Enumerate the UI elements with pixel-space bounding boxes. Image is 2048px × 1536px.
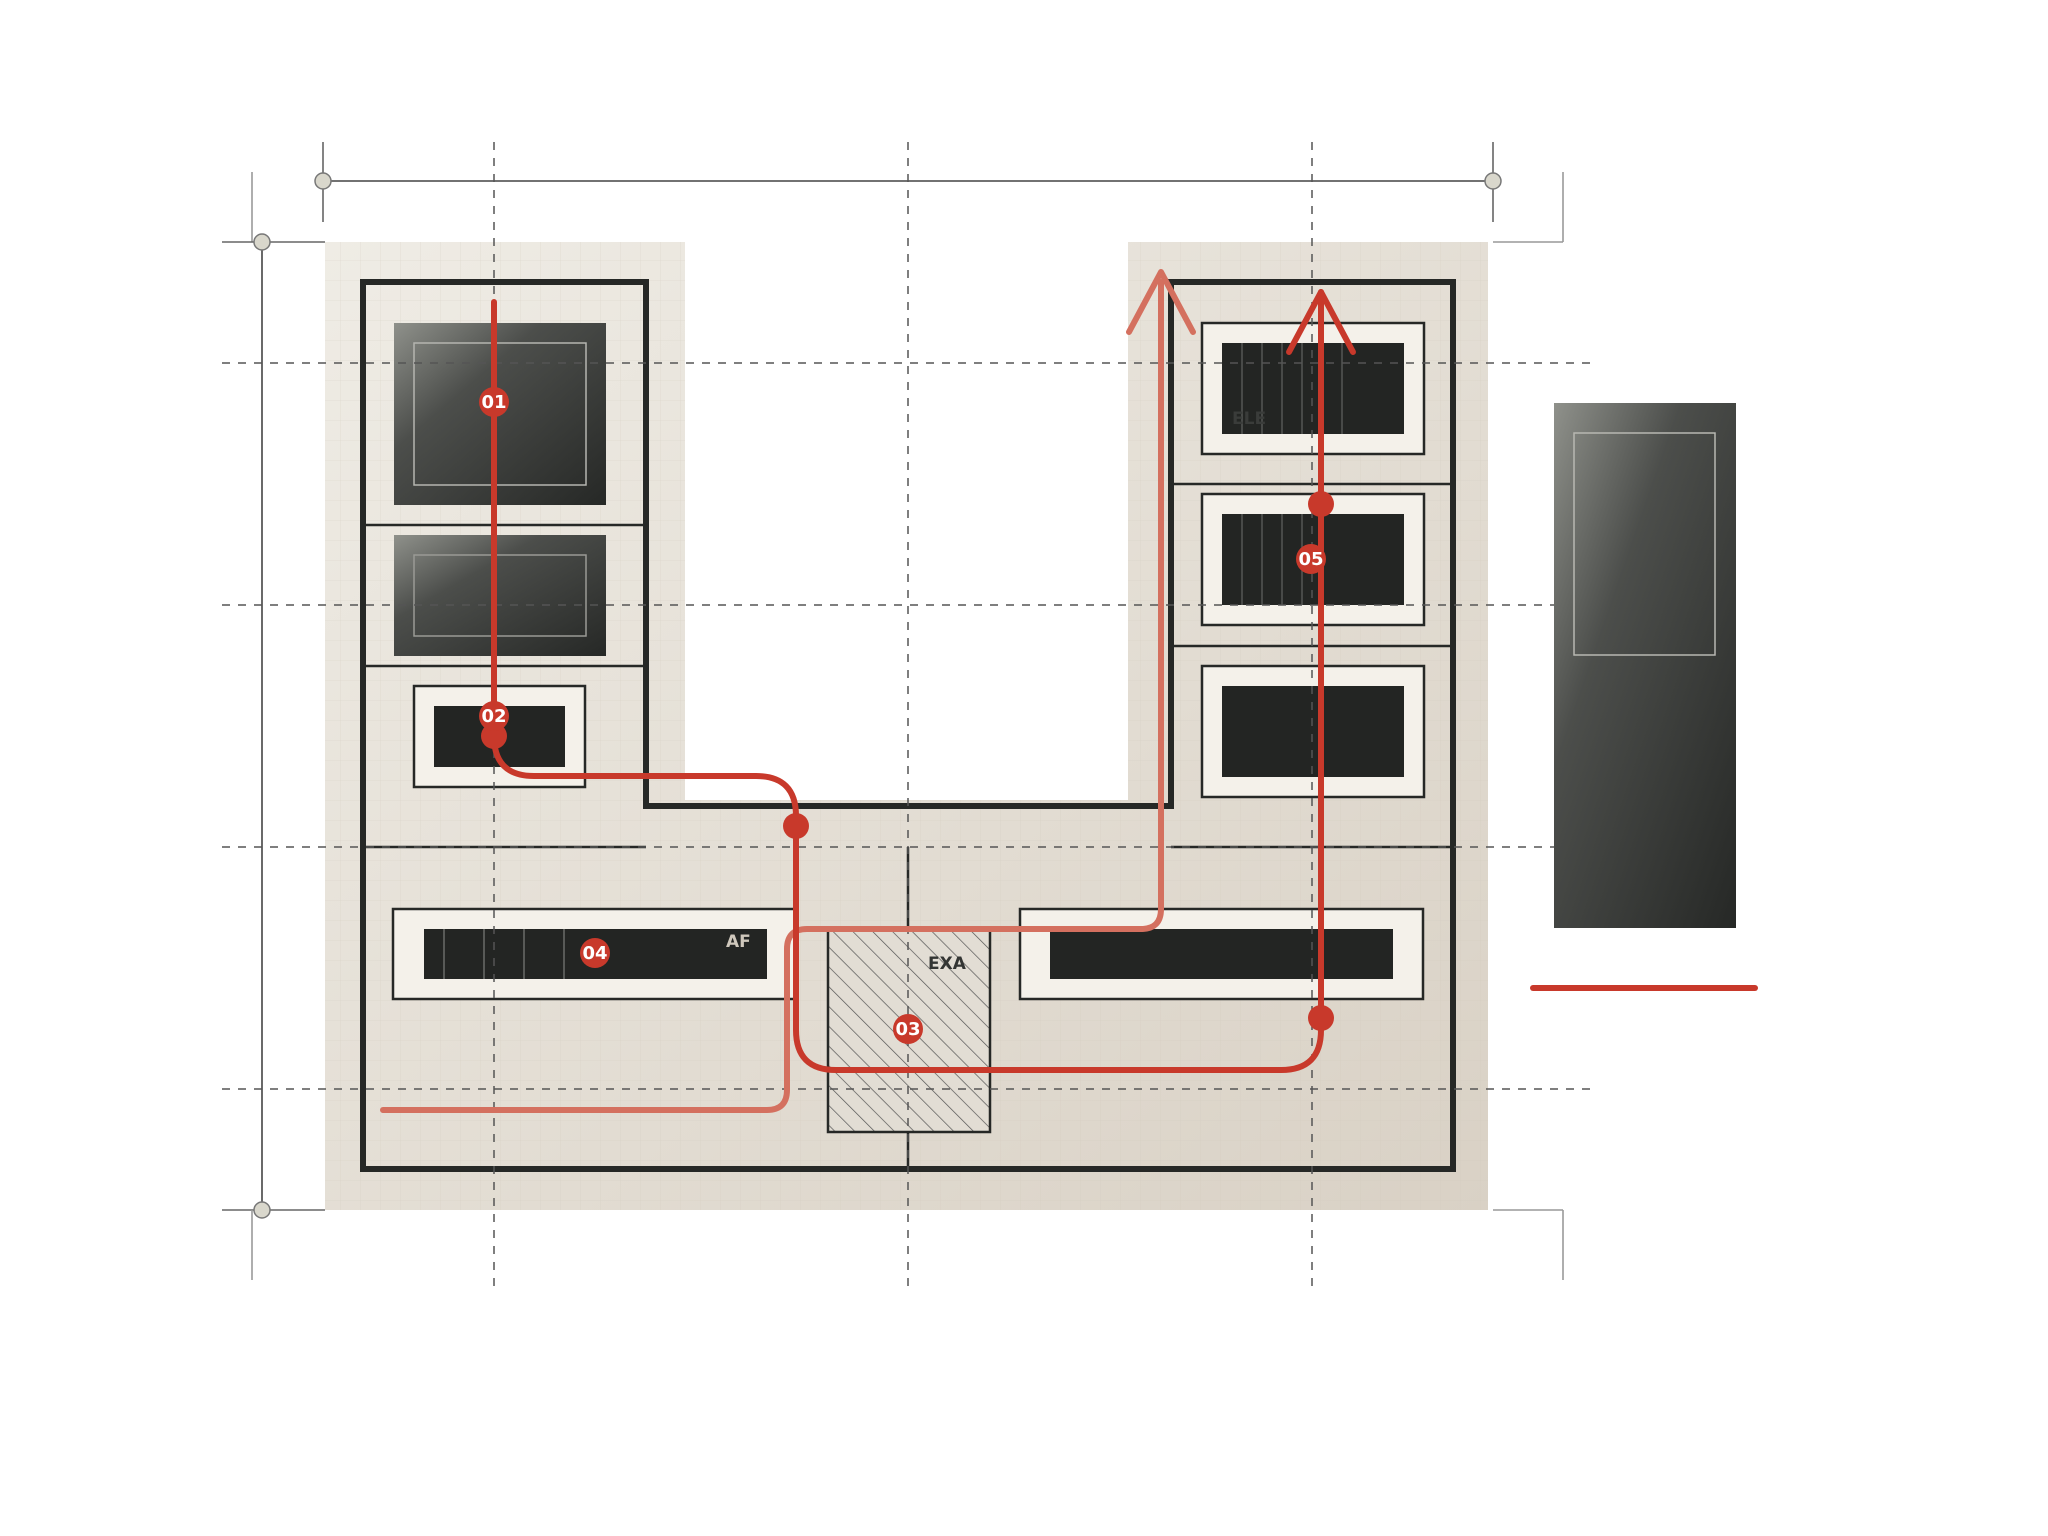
- dark-panel-left-middle: [394, 535, 606, 656]
- frame-right-top: [1200, 321, 1426, 456]
- marker-03-label: 03: [895, 1019, 920, 1040]
- bottom-right-frame: [1018, 907, 1425, 1001]
- route-main: [491, 289, 1356, 1073]
- marker-04: 04: [580, 938, 610, 968]
- room-label-ele: ELE: [1232, 409, 1266, 429]
- dimension-endpoints: [253, 172, 1502, 1219]
- junction-dot: [1308, 1005, 1334, 1031]
- grid-axes: [222, 142, 1594, 1290]
- room-label-af: AF: [726, 932, 751, 952]
- marker-01: 01: [479, 387, 509, 417]
- marker-05: 05: [1296, 544, 1326, 574]
- junction-dot: [783, 813, 809, 839]
- frame-right-lower: [1200, 664, 1426, 799]
- marker-05-label: 05: [1298, 549, 1323, 570]
- marker-01-label: 01: [481, 392, 506, 413]
- room-label-exa: EXA: [928, 954, 967, 974]
- marker-02: 02: [479, 701, 509, 731]
- route-faded: [380, 269, 1196, 1113]
- marker-02-label: 02: [481, 706, 506, 727]
- marker-04-label: 04: [582, 943, 607, 964]
- side-dark-panel: [1554, 403, 1736, 928]
- junction-dot: [1308, 491, 1334, 517]
- marker-03: 03: [893, 1014, 923, 1044]
